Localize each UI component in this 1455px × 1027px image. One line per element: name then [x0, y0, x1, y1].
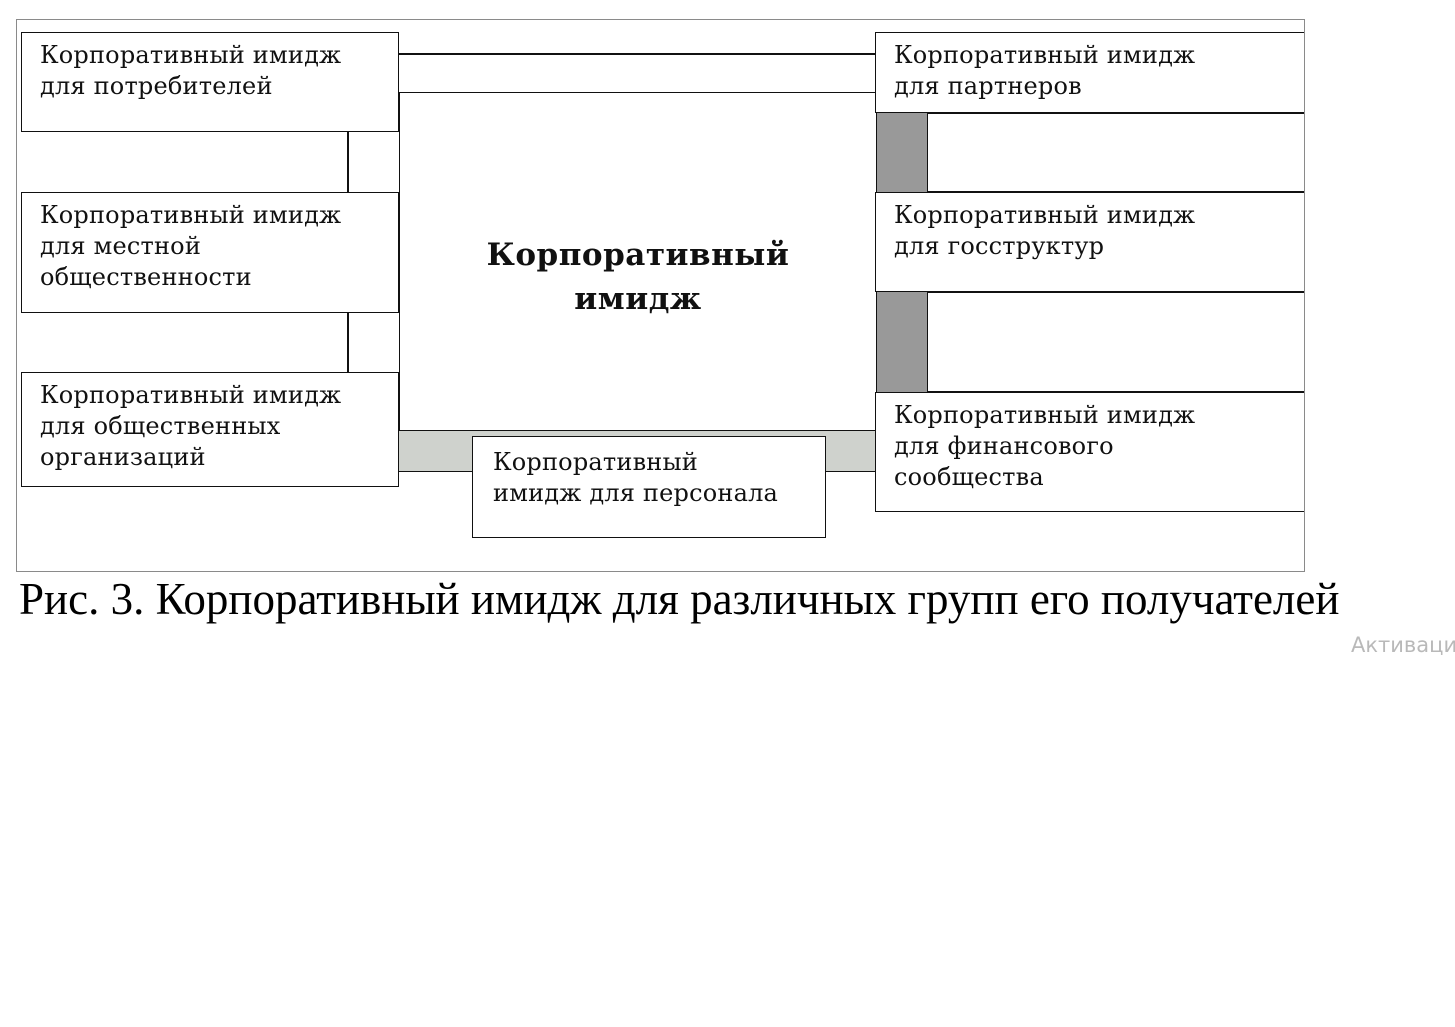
box-consumers-label: Корпоративный имидж для потребителей [40, 41, 342, 100]
right-connector-fill-1 [876, 113, 928, 192]
right-band-line-4 [876, 391, 1304, 393]
box-financial-label: Корпоративный имидж для финансового сооб… [894, 401, 1196, 491]
center-title: Корпоративный имидж [486, 237, 790, 317]
box-local-public: Корпоративный имидж для местной обществе… [21, 192, 399, 313]
box-partners: Корпоративный имидж для партнеров [875, 32, 1304, 113]
box-personnel-label: Корпоративный имидж для персонала [493, 448, 779, 507]
box-government: Корпоративный имидж для госструктур [875, 192, 1304, 292]
center-box: Корпоративный имидж [399, 92, 877, 431]
box-public-orgs-label: Корпоративный имидж для общественных орг… [40, 381, 342, 471]
connector-local-public-orgs [347, 311, 349, 373]
connector-top-upper [398, 53, 876, 55]
box-partners-label: Корпоративный имидж для партнеров [894, 41, 1196, 100]
box-financial: Корпоративный имидж для финансового сооб… [875, 392, 1304, 512]
box-public-orgs: Корпоративный имидж для общественных орг… [21, 372, 399, 487]
connector-consumers-local [347, 131, 349, 193]
box-government-label: Корпоративный имидж для госструктур [894, 201, 1196, 260]
figure-caption: Рис. 3. Корпоративный имидж для различны… [19, 574, 1340, 624]
box-local-public-label: Корпоративный имидж для местной обществе… [40, 201, 342, 291]
box-consumers: Корпоративный имидж для потребителей [21, 32, 399, 132]
activation-watermark: Активаци [1351, 633, 1455, 657]
box-personnel: Корпоративный имидж для персонала [472, 436, 826, 538]
right-connector-fill-2 [876, 292, 928, 392]
right-band-line-2 [876, 191, 1304, 193]
